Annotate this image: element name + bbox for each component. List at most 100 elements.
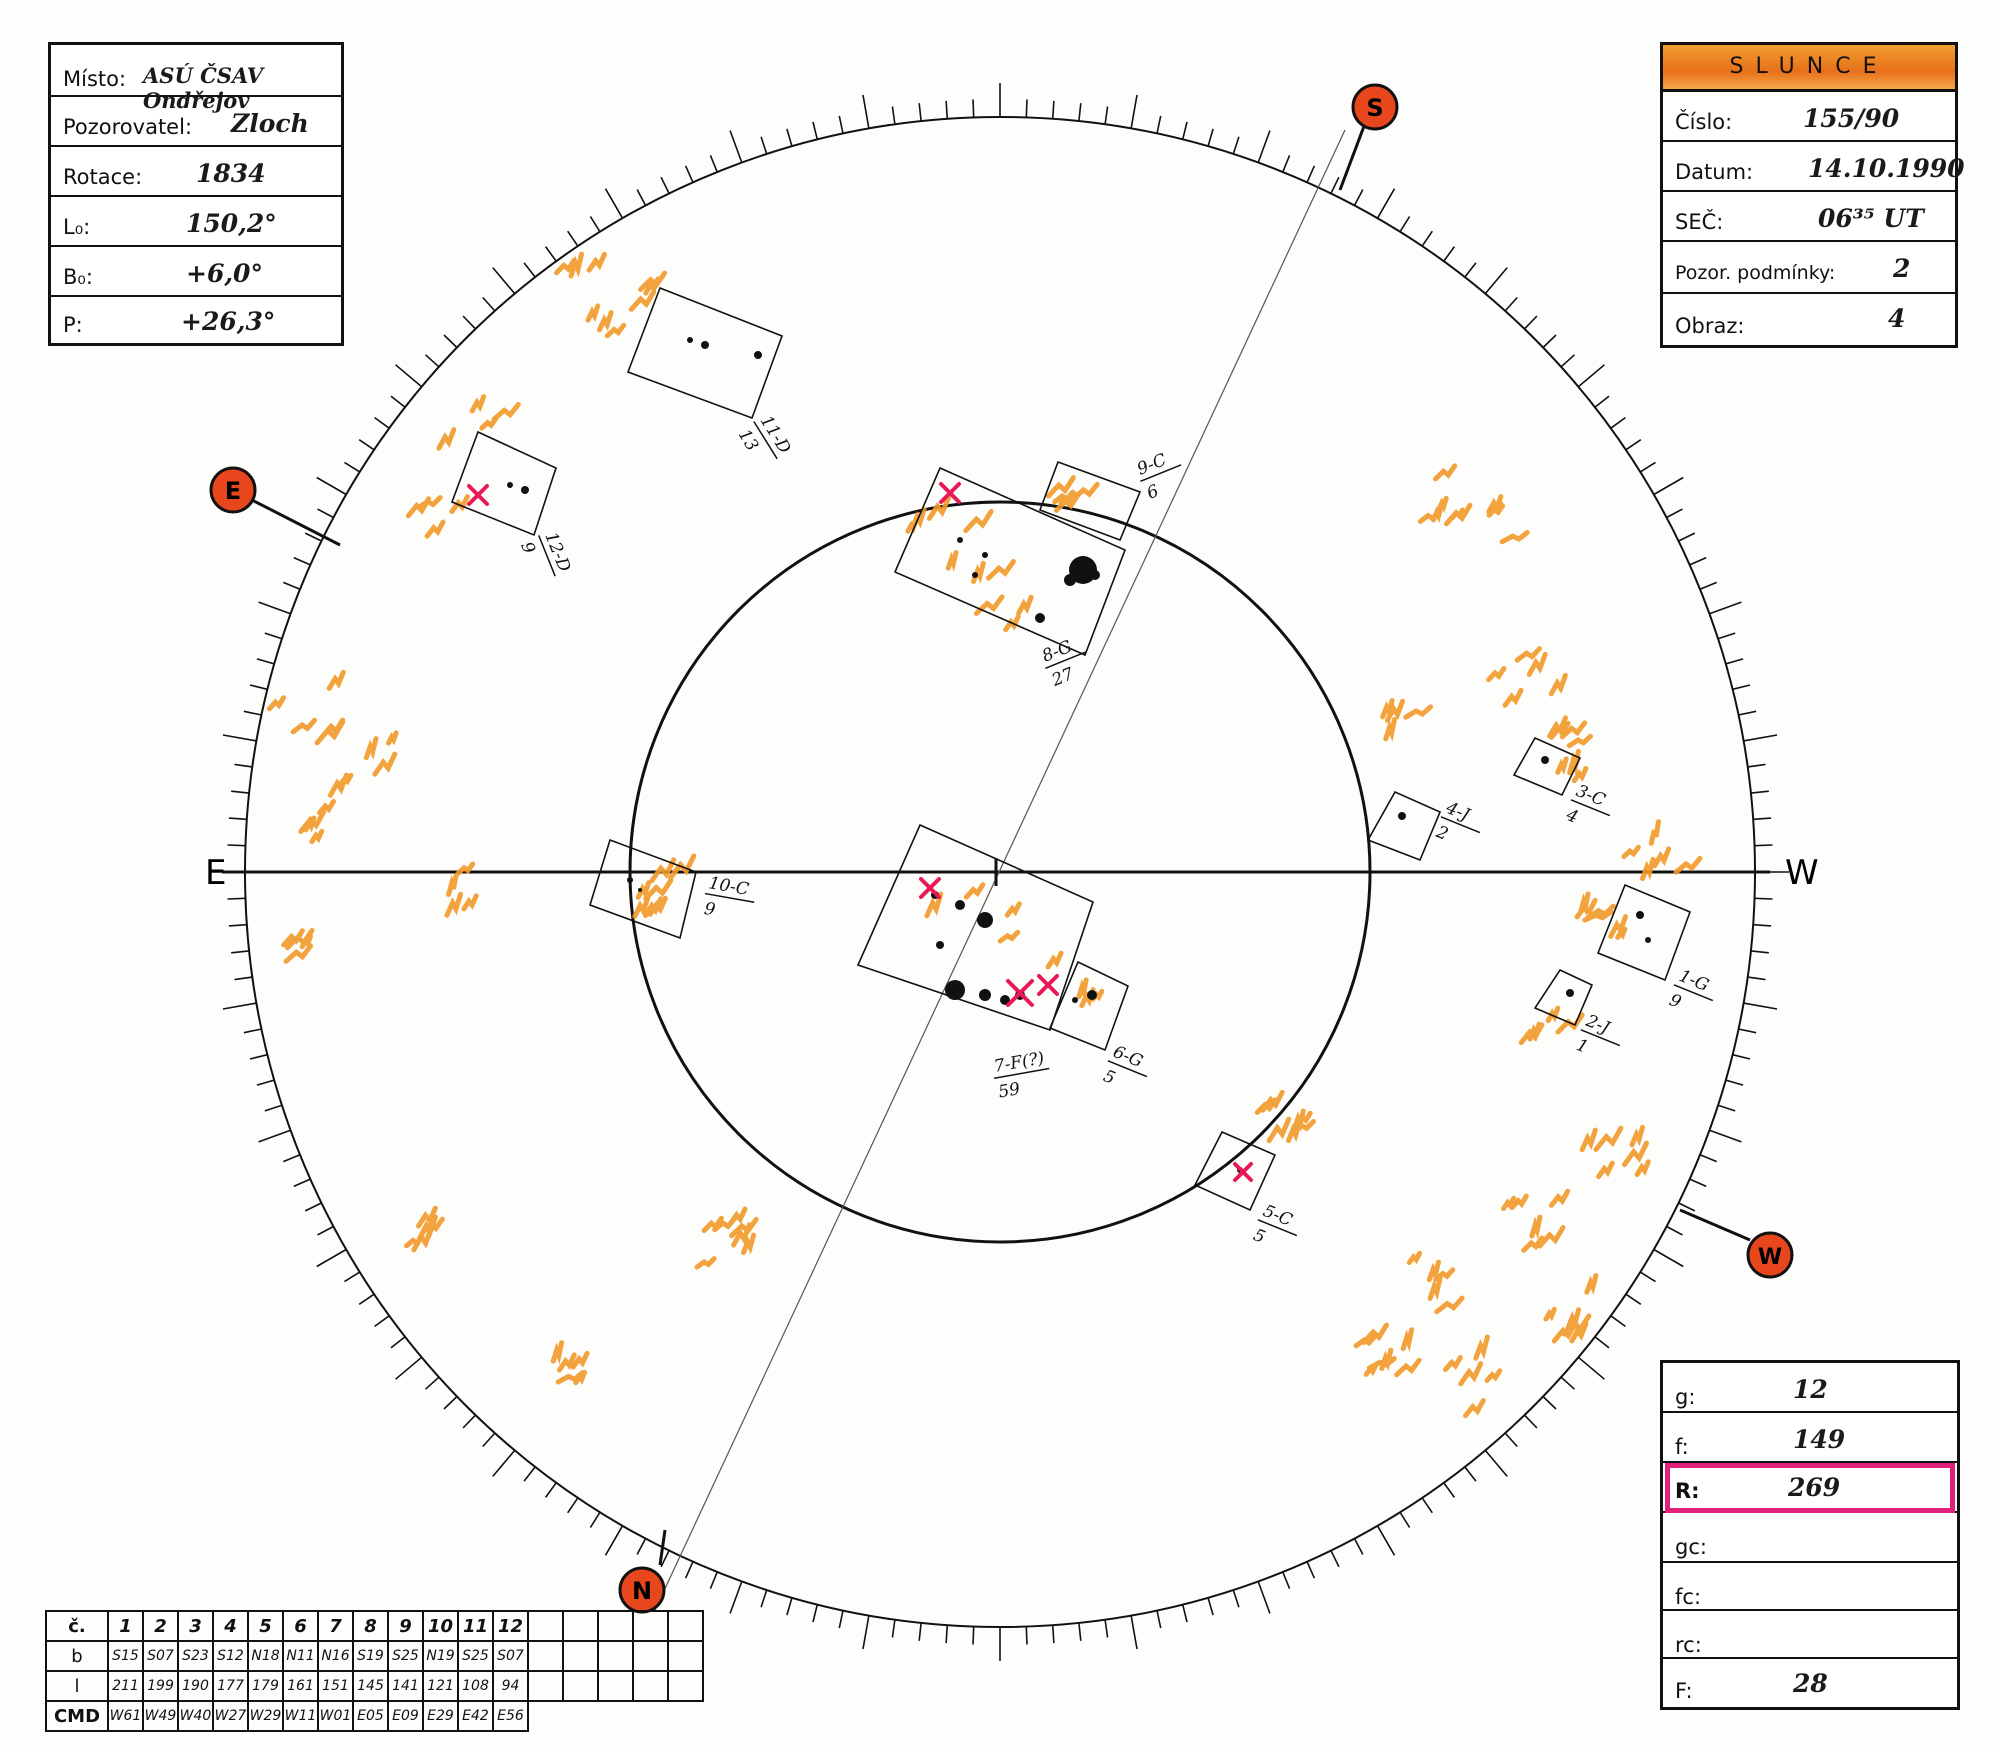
facula-stroke bbox=[570, 1350, 590, 1370]
limb-tick bbox=[1717, 632, 1736, 640]
info-row-date: Datum: 14.10.1990 bbox=[1663, 142, 1965, 192]
facula-stroke bbox=[1384, 698, 1405, 723]
limb-tick bbox=[358, 439, 375, 451]
sunspot bbox=[1069, 556, 1097, 584]
group-count-12: 9 bbox=[516, 539, 539, 557]
limb-tick bbox=[862, 1615, 870, 1650]
limb-tick bbox=[589, 1511, 601, 1528]
limb-tick bbox=[1051, 100, 1055, 119]
facula-stroke bbox=[1434, 1295, 1465, 1315]
facula-stroke bbox=[1499, 530, 1530, 545]
limb-tick bbox=[918, 1622, 922, 1641]
sunspot bbox=[957, 537, 963, 543]
facula-stroke bbox=[554, 257, 577, 276]
facula-stroke bbox=[1260, 1089, 1285, 1113]
group-label-7: 7-F(?) bbox=[992, 1048, 1045, 1077]
limb-tick bbox=[249, 684, 268, 691]
sunspot bbox=[955, 900, 965, 910]
sunspot bbox=[1398, 812, 1406, 820]
group-label-10: 10-C bbox=[707, 873, 750, 900]
limb-tick bbox=[1130, 94, 1138, 129]
count-row-fc: fc: bbox=[1663, 1563, 1957, 1611]
faculae-sketches bbox=[267, 251, 1703, 1419]
empty-cell bbox=[597, 1610, 634, 1642]
limb-tick bbox=[891, 1619, 896, 1638]
facula-stroke bbox=[1629, 1124, 1645, 1148]
limb-tick bbox=[1610, 1315, 1626, 1328]
facula-stroke bbox=[1566, 733, 1593, 749]
limb-tick bbox=[1594, 1336, 1610, 1349]
limb-tick bbox=[786, 128, 793, 147]
limb-tick bbox=[1732, 684, 1751, 691]
table-cell: W01 bbox=[317, 1700, 354, 1732]
table-cell: 199 bbox=[142, 1670, 179, 1702]
limb-tick bbox=[786, 1597, 793, 1616]
facula-stroke bbox=[1502, 687, 1524, 708]
limb-tick bbox=[812, 121, 819, 140]
limb-tick bbox=[812, 1604, 819, 1623]
facula-stroke bbox=[290, 717, 317, 735]
limb-tick bbox=[1484, 1449, 1508, 1477]
table-cell: 177 bbox=[212, 1670, 249, 1702]
facula-stroke bbox=[556, 1352, 577, 1373]
limb-tick bbox=[1130, 1615, 1138, 1650]
facula-stroke bbox=[1400, 1327, 1415, 1353]
limb-tick bbox=[1421, 1497, 1433, 1514]
limb-tick bbox=[1353, 1538, 1364, 1555]
facula-stroke bbox=[649, 857, 677, 884]
facula-stroke bbox=[1543, 1306, 1557, 1322]
limb-tick bbox=[1207, 128, 1214, 147]
facula-stroke bbox=[267, 695, 287, 712]
limb-tick bbox=[1625, 439, 1642, 451]
table-cell: 6 bbox=[282, 1610, 319, 1642]
facula-stroke bbox=[1622, 1140, 1649, 1168]
limb-tick bbox=[1678, 1202, 1696, 1212]
facula-stroke bbox=[1501, 1195, 1517, 1212]
table-cell: N18 bbox=[247, 1640, 284, 1672]
sunspot bbox=[521, 486, 529, 494]
east-pole-marker bbox=[209, 466, 257, 514]
limb-tick bbox=[1738, 710, 1757, 716]
facula-stroke bbox=[945, 550, 959, 572]
facula-stroke bbox=[1621, 844, 1641, 860]
empty-cell bbox=[597, 1640, 634, 1672]
facula-stroke bbox=[585, 303, 601, 323]
facula-stroke bbox=[596, 310, 614, 333]
limb-tick bbox=[1443, 246, 1456, 262]
limb-tick bbox=[1738, 1028, 1757, 1034]
info-row-number: Číslo: 155/90 bbox=[1663, 92, 1955, 142]
facula-stroke bbox=[283, 943, 314, 964]
table-cell: E56 bbox=[492, 1700, 529, 1732]
sunspot bbox=[945, 980, 965, 1000]
facula-stroke bbox=[1608, 914, 1628, 939]
facula-stroke bbox=[1551, 1320, 1578, 1344]
limb-tick bbox=[972, 99, 975, 118]
limb-tick bbox=[1750, 790, 1769, 794]
facula-stroke bbox=[1046, 475, 1076, 499]
limb-tick bbox=[838, 115, 844, 134]
facula-stroke bbox=[643, 877, 674, 902]
facula-stroke bbox=[1417, 509, 1442, 524]
limb-tick bbox=[264, 1104, 283, 1112]
facula-stroke bbox=[1004, 901, 1022, 918]
limb-tick bbox=[945, 100, 949, 119]
limb-tick bbox=[1257, 1581, 1271, 1614]
limb-tick bbox=[1666, 508, 1683, 519]
facula-stroke bbox=[963, 508, 994, 534]
limb-tick bbox=[1306, 165, 1316, 183]
sunspot bbox=[1090, 570, 1100, 580]
limb-tick bbox=[1610, 416, 1626, 429]
group-count-11: 13 bbox=[734, 426, 762, 455]
facula-stroke bbox=[729, 1216, 759, 1239]
limb-tick bbox=[1743, 1002, 1778, 1010]
facula-stroke bbox=[1529, 1214, 1543, 1240]
count-row-rc: rc: bbox=[1663, 1611, 1957, 1659]
limb-tick bbox=[222, 1002, 257, 1010]
info-row-rotation: Rotace: 1834 bbox=[51, 147, 341, 197]
count-row-f: f: 149 bbox=[1663, 1413, 1957, 1463]
limb-tick bbox=[660, 176, 670, 194]
limb-tick bbox=[838, 1610, 844, 1629]
facula-stroke bbox=[1596, 1160, 1615, 1180]
